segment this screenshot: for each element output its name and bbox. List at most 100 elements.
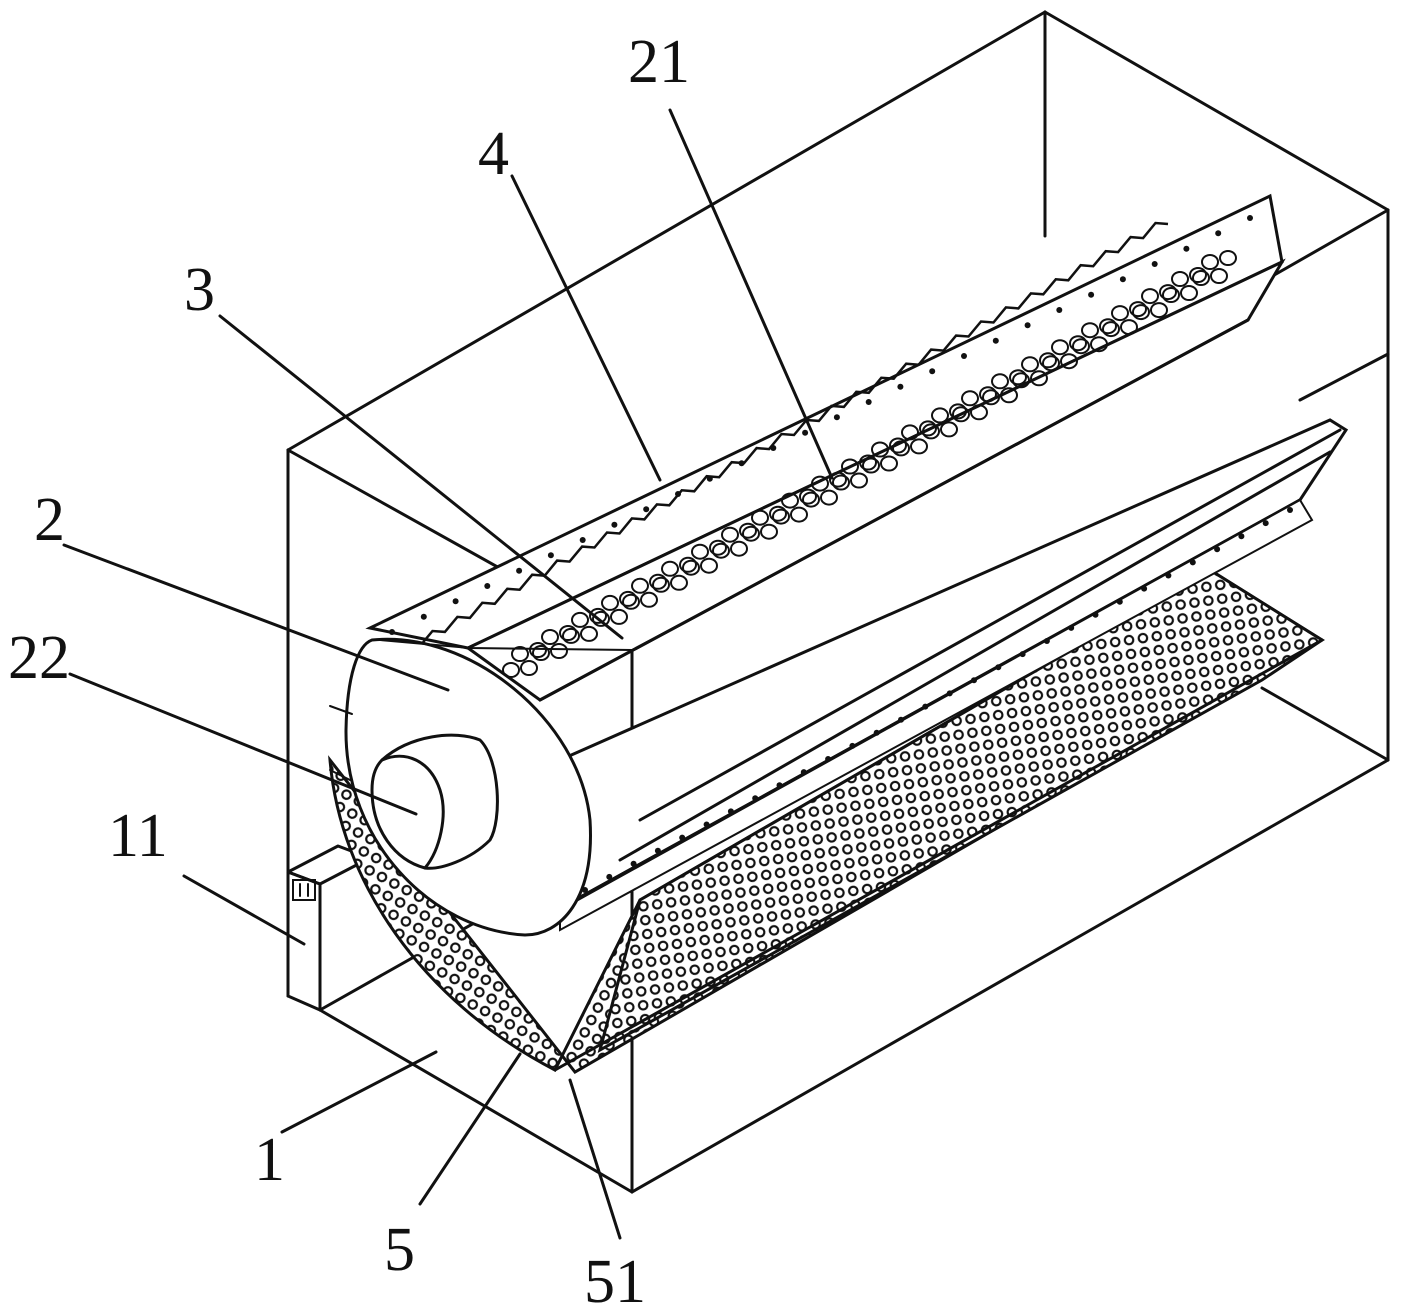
perforation-hole — [571, 611, 589, 628]
ref-label-51: 51 — [584, 1248, 646, 1314]
perforation-hole — [970, 404, 988, 421]
perforation-hole — [949, 403, 967, 420]
ref-label-1: 1 — [254, 1126, 285, 1194]
leader-11 — [182, 874, 306, 946]
ref-label-11: 11 — [108, 802, 168, 870]
rail-hole — [1088, 291, 1095, 298]
rail-hole — [452, 598, 459, 605]
perforation-hole — [1090, 336, 1108, 353]
perforation-hole — [931, 407, 949, 424]
rail-hole — [1151, 261, 1158, 267]
rail-hole — [995, 664, 1002, 671]
ref-label-5: 5 — [384, 1216, 415, 1284]
rail-hole — [961, 353, 967, 359]
rail-hole — [865, 399, 872, 405]
perforation-hole — [772, 508, 790, 525]
perforation-hole — [982, 389, 1000, 406]
perforation-hole — [1189, 267, 1207, 283]
rail-hole — [802, 429, 809, 436]
rail-hole — [992, 337, 999, 344]
rail-hole — [946, 690, 953, 697]
rail-hole — [1056, 307, 1063, 313]
perforation-hole — [802, 491, 820, 508]
perforation-hole — [1120, 319, 1138, 336]
perforation-hole — [922, 423, 940, 440]
rail-hole — [484, 583, 491, 589]
perforation-hole — [1219, 250, 1237, 266]
perforation-hole — [841, 458, 859, 475]
perforation-hole — [1162, 287, 1180, 303]
perforation-hole — [541, 629, 559, 645]
perforation-hole — [1180, 285, 1198, 301]
perforation-holes — [502, 250, 1237, 678]
ref-label-3: 3 — [184, 256, 215, 324]
rail-hole — [579, 537, 586, 543]
rail-hole — [1287, 507, 1293, 513]
ref-label-21: 21 — [628, 28, 690, 96]
perforation-hole — [1201, 254, 1219, 270]
perforation-hole — [859, 454, 877, 471]
ref-label-22: 22 — [8, 624, 70, 692]
perforation-hole — [850, 472, 868, 489]
perforation-hole — [829, 471, 847, 488]
perforation-hole — [1159, 284, 1177, 301]
perforation-hole — [832, 474, 850, 491]
perforation-hole — [901, 424, 919, 441]
perforation-hole — [1060, 353, 1078, 370]
rail-hole — [606, 873, 613, 880]
rail-hole — [833, 414, 840, 421]
rail-hole — [849, 742, 856, 749]
perforation-hole — [811, 475, 829, 492]
perforation-hole — [730, 540, 748, 557]
rail-hole — [654, 847, 661, 854]
perforation-hole — [700, 557, 718, 574]
perforation-hole — [871, 441, 889, 458]
perforation-hole — [1069, 335, 1087, 352]
leader-3 — [218, 314, 624, 640]
perforation-hole — [1150, 302, 1168, 319]
perforation-hole — [1081, 322, 1099, 339]
perforation-hole — [511, 646, 529, 662]
perforation-hole — [1039, 352, 1057, 369]
perforation-hole — [1021, 356, 1039, 373]
perforation-hole — [862, 457, 880, 474]
rail-hole — [873, 729, 880, 736]
rail-hole — [929, 368, 936, 375]
perforation-hole — [631, 577, 649, 594]
rail-hole — [1189, 559, 1196, 566]
perforation-hole — [769, 505, 787, 522]
perforation-hole — [670, 574, 688, 591]
perforation-hole — [892, 440, 910, 457]
perforation-hole — [979, 386, 997, 403]
rail-hole — [643, 506, 650, 513]
perforation-hole — [1141, 288, 1159, 305]
leader-4 — [510, 174, 662, 482]
rail-hole — [752, 795, 759, 802]
perforation-hole — [1102, 321, 1120, 338]
drum-body — [365, 193, 1349, 932]
rail-hole — [703, 821, 710, 828]
perforation-hole — [1051, 339, 1069, 356]
perforation-hole — [781, 492, 799, 509]
perforation-hole — [532, 645, 550, 661]
ref-label-2: 2 — [34, 486, 65, 554]
rail-hole — [516, 567, 523, 574]
rail-hole — [1214, 546, 1221, 553]
leader-21 — [668, 108, 834, 480]
perforation-hole — [592, 610, 610, 627]
perforation-hole — [619, 590, 637, 607]
perforation-hole — [562, 627, 580, 644]
rail-hole — [1215, 230, 1222, 237]
perforation-hole — [940, 421, 958, 438]
rail-hole — [1116, 598, 1123, 605]
rail-hole — [800, 769, 807, 776]
rail-hole — [547, 552, 554, 559]
perforation-hole — [910, 438, 928, 455]
perforation-hole — [550, 643, 568, 659]
rail-holes — [389, 215, 1293, 893]
rail-hole — [1043, 638, 1050, 644]
perforation-hole — [529, 642, 547, 658]
perforation-hole — [580, 625, 598, 642]
leader-22 — [68, 672, 418, 816]
